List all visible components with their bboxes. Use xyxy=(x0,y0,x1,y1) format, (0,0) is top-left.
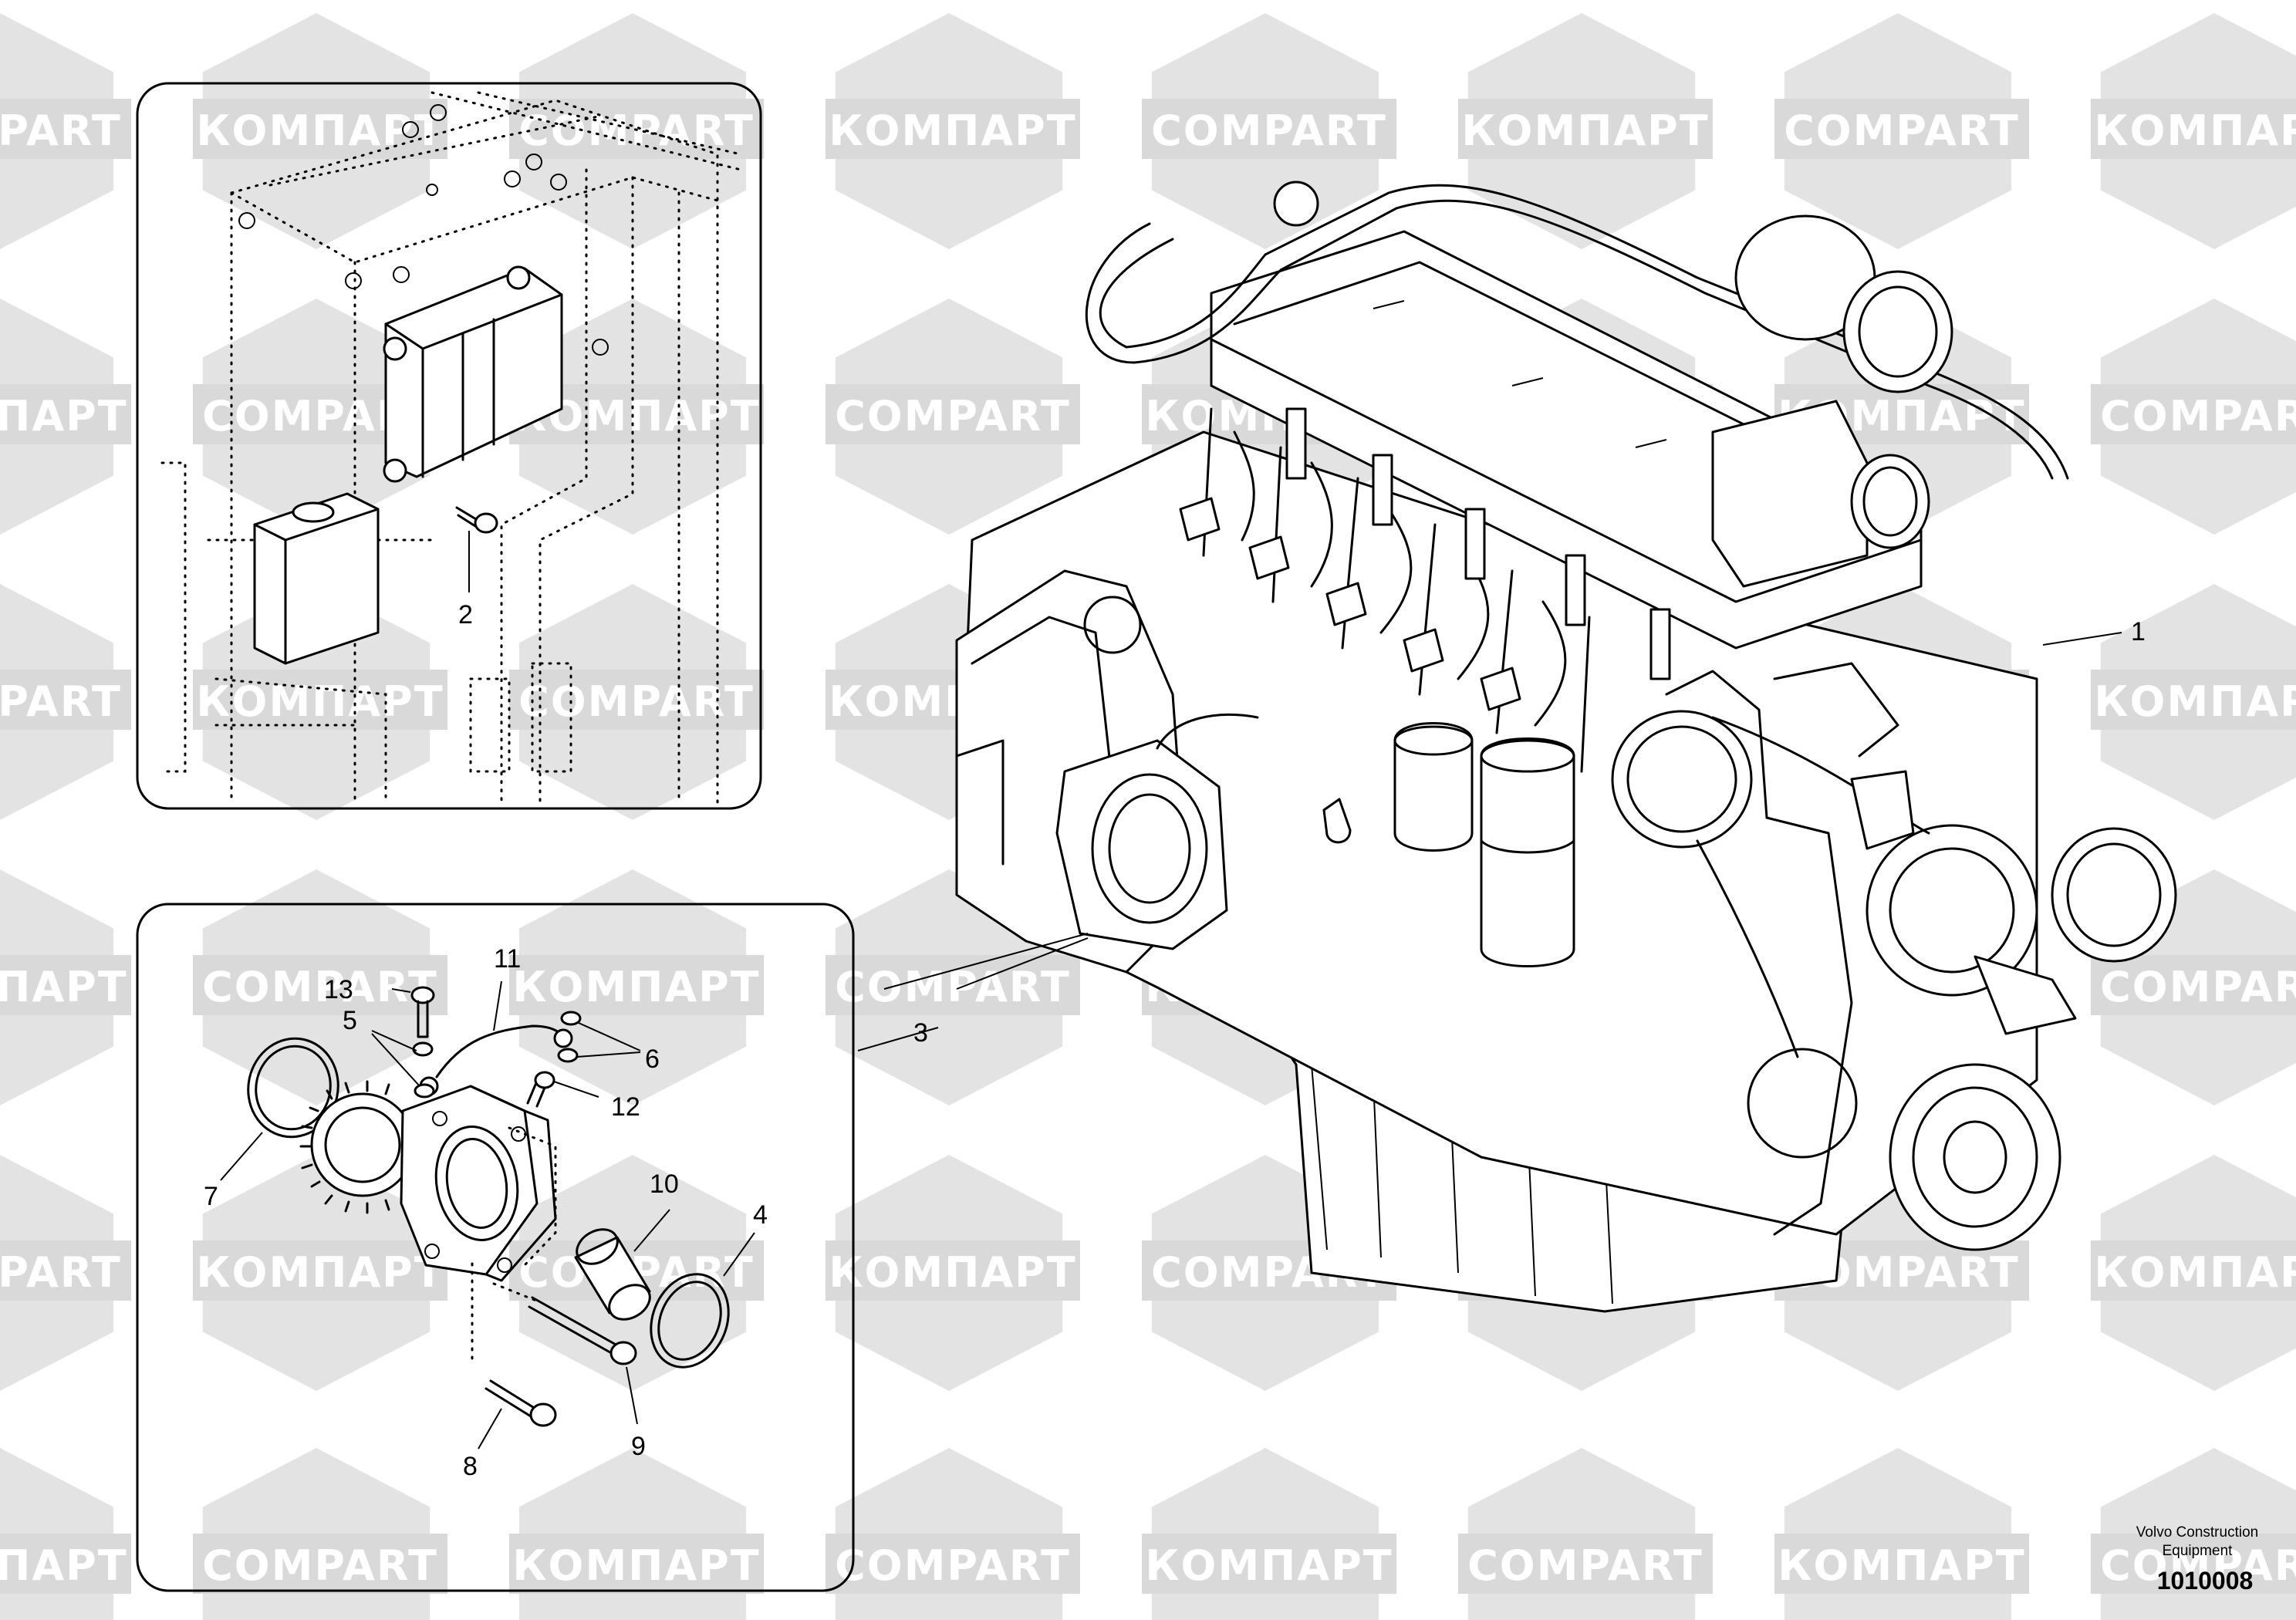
pump-housing xyxy=(400,1085,557,1282)
watermark-text: COMPART xyxy=(202,963,438,1011)
callout-13: 13 xyxy=(324,975,353,1004)
watermark-banner xyxy=(2091,1534,2296,1594)
watermark-text: КОМПАРТ xyxy=(0,963,128,1011)
watermark-banner xyxy=(193,670,447,730)
watermark-banner xyxy=(509,670,764,730)
watermark-text: КОМПАРТ xyxy=(2094,106,2296,155)
watermark-banner xyxy=(1458,99,1713,159)
footer: Volvo Construction Equipment 1010008 xyxy=(2136,1524,2258,1595)
turbocharger xyxy=(1711,214,1953,588)
watermark-banner xyxy=(0,670,131,730)
watermark-text: КОМПАРТ xyxy=(829,1248,1076,1297)
watermark-banner xyxy=(826,1534,1080,1594)
watermark-text: КОМПАРТ xyxy=(196,1248,444,1297)
tank xyxy=(253,492,380,665)
engine-assembly xyxy=(955,181,2177,1313)
watermark-text: COMPART xyxy=(202,1541,438,1590)
watermark-banner xyxy=(2091,1240,2296,1301)
callout-8: 8 xyxy=(463,1452,478,1481)
watermark-text: COMPART xyxy=(835,392,1071,440)
watermark-banner xyxy=(193,99,447,159)
bolt-13 xyxy=(410,986,435,1038)
callout-labels: 1 2 3 4 5 6 7 8 9 10 11 12 13 xyxy=(204,600,2146,1481)
watermark-banner xyxy=(509,955,764,1015)
watermark-text: КОМПАРТ xyxy=(1145,1541,1393,1590)
watermark-text: COMPART xyxy=(518,677,755,726)
watermark-text: COMPART xyxy=(2100,1541,2296,1590)
callout-2: 2 xyxy=(458,600,473,629)
callout-11: 11 xyxy=(494,944,521,974)
watermark-text: COMPART xyxy=(0,677,122,726)
callout-9: 9 xyxy=(631,1432,646,1461)
control-unit xyxy=(383,265,563,483)
front-pulleys xyxy=(1611,662,2177,1251)
callout-6: 6 xyxy=(645,1045,660,1074)
watermark-banner xyxy=(826,99,1080,159)
watermark-banner xyxy=(0,99,131,159)
watermark-text: КОМПАРТ xyxy=(512,1541,760,1590)
callout-10: 10 xyxy=(650,1169,679,1199)
watermark-text: КОМПАРТ xyxy=(829,106,1076,155)
bolt-8 xyxy=(485,1379,557,1427)
watermark-text: КОМПАРТ xyxy=(0,1541,128,1590)
drawing-number: 1010008 xyxy=(2157,1567,2254,1595)
callout-1: 1 xyxy=(2131,617,2146,646)
watermark-banner xyxy=(0,955,131,1015)
watermark-text: COMPART xyxy=(1784,106,2020,155)
watermark-text: КОМПАРТ xyxy=(1461,106,1709,155)
watermark-banner xyxy=(0,1240,131,1301)
watermark-banner xyxy=(1774,1534,2029,1594)
callout-5: 5 xyxy=(343,1006,357,1035)
watermark-text: КОМПАРТ xyxy=(512,963,760,1011)
watermark-banner xyxy=(1774,99,2029,159)
watermark-banner xyxy=(509,1534,764,1594)
company-name-line1: Volvo Construction xyxy=(2136,1524,2258,1541)
watermark-banner xyxy=(2091,99,2296,159)
bolt-9 xyxy=(528,1296,637,1365)
watermark-banner xyxy=(2091,670,2296,730)
watermark-text: COMPART xyxy=(2100,392,2296,440)
watermark-banner xyxy=(2091,384,2296,444)
leader-lines xyxy=(220,632,2122,1450)
watermark-text: COMPART xyxy=(1467,1541,1703,1590)
watermark-text: COMPART xyxy=(835,1541,1071,1590)
watermark-banner xyxy=(0,384,131,444)
watermark-banner xyxy=(193,1240,447,1301)
detail-box-bottom xyxy=(136,903,855,1592)
watermark-text: КОМПАРТ xyxy=(1778,1541,2025,1590)
watermark-text: КОМПАРТ xyxy=(2094,677,2296,726)
watermark-banner xyxy=(1142,1534,1396,1594)
watermark-banner xyxy=(1142,99,1396,159)
sleeve-10 xyxy=(574,1228,651,1321)
watermark-text: КОМПАРТ xyxy=(196,106,444,155)
watermark-text: COMPART xyxy=(1151,106,1387,155)
callout-4: 4 xyxy=(753,1200,768,1230)
callout-3: 3 xyxy=(913,1018,928,1048)
watermark-banner xyxy=(1458,1534,1713,1594)
watermark-text: КОМПАРТ xyxy=(196,677,444,726)
watermark-banner xyxy=(0,1534,131,1594)
watermark-text: КОМПАРТ xyxy=(0,392,128,440)
watermark-banner xyxy=(826,1240,1080,1301)
watermark-banner xyxy=(826,955,1080,1015)
watermark-text: COMPART xyxy=(0,1248,122,1297)
screw-12 xyxy=(526,1071,555,1108)
bolt-2 xyxy=(455,506,498,534)
fuel-filters xyxy=(1322,722,1575,967)
watermark-text: COMPART xyxy=(2100,963,2296,1011)
company-name-line2: Equipment xyxy=(2163,1543,2234,1559)
detail-box-top xyxy=(136,82,762,810)
pump-gear xyxy=(299,1080,415,1214)
pump-mount xyxy=(1055,596,1259,950)
watermark-banner xyxy=(193,1534,447,1594)
watermark-banner xyxy=(193,955,447,1015)
watermark-text: КОМПАРТ xyxy=(2094,1248,2296,1297)
callout-7: 7 xyxy=(204,1182,218,1211)
watermark-banner xyxy=(826,384,1080,444)
watermark-banner xyxy=(2091,955,2296,1015)
callout-12: 12 xyxy=(611,1092,640,1122)
watermark-text: COMPART xyxy=(0,106,122,155)
